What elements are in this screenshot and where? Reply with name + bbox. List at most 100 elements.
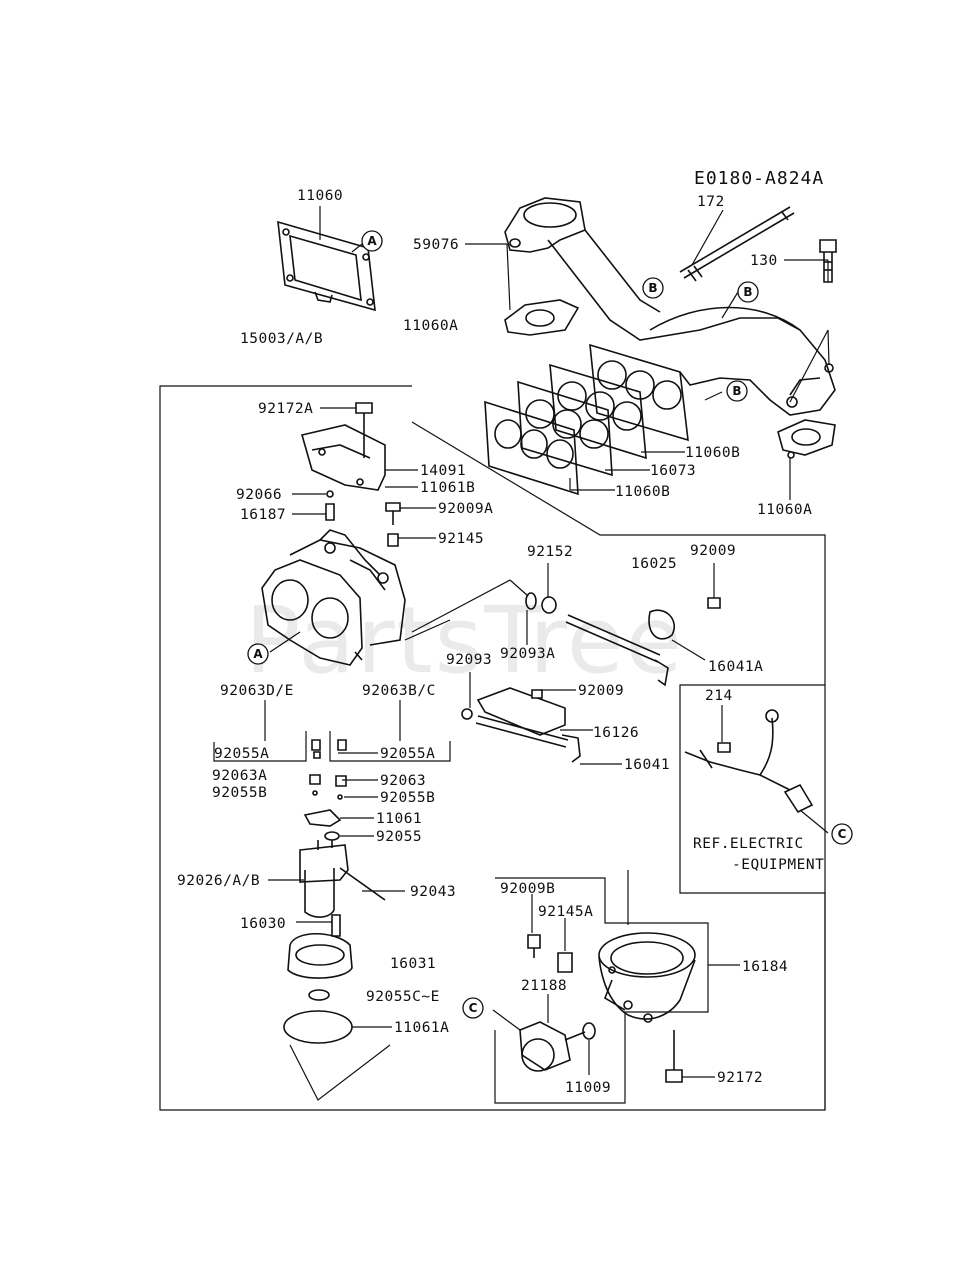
plate-14091 xyxy=(300,424,386,491)
label-11061: 11061 xyxy=(376,811,422,827)
fuel-valve-16184 xyxy=(598,932,696,1023)
label-92172: 92172 xyxy=(717,1070,763,1086)
label-92063A: 92063A xyxy=(212,768,267,784)
choke-shaft-16041 xyxy=(475,715,581,763)
label-16031: 16031 xyxy=(390,956,436,972)
label-92066: 92066 xyxy=(236,487,282,503)
washer-92066 xyxy=(326,490,334,498)
solenoid-frame xyxy=(494,877,709,1104)
label-92093: 92093 xyxy=(446,652,492,668)
label-92009A: 92009A xyxy=(438,501,493,517)
throttle-shaft-16025 xyxy=(565,597,721,687)
choke-plate-16126 xyxy=(476,687,566,736)
seal-92093A xyxy=(525,592,537,610)
callout-a-body: A xyxy=(247,643,269,665)
float-92026 xyxy=(299,840,386,918)
leader-lines xyxy=(213,209,830,1078)
label-92093A: 92093A xyxy=(500,646,555,662)
label-21188: 21188 xyxy=(521,978,567,994)
oring-92055C-E xyxy=(308,989,330,1001)
label-16187: 16187 xyxy=(240,507,286,523)
diagram-code: E0180-A824A xyxy=(694,168,824,189)
label-14091: 14091 xyxy=(420,463,466,479)
label-92063: 92063 xyxy=(380,773,426,789)
label-16126: 16126 xyxy=(593,725,639,741)
label-16025: 16025 xyxy=(631,556,677,572)
jet-cluster xyxy=(309,739,347,800)
label-92172A: 92172A xyxy=(258,401,313,417)
label-11061A: 11061A xyxy=(394,1020,449,1036)
oring-11009 xyxy=(582,1022,596,1040)
label-92152: 92152 xyxy=(527,544,573,560)
label-92145: 92145 xyxy=(438,531,484,547)
label-214: 214 xyxy=(705,688,733,704)
washer-92093 xyxy=(461,708,473,720)
label-92055A-2: 92055A xyxy=(380,746,435,762)
label-16184: 16184 xyxy=(742,959,788,975)
label-16073: 16073 xyxy=(650,463,696,479)
screw-92172 xyxy=(665,1030,683,1083)
label-11060: 11060 xyxy=(297,188,343,204)
label-92009-mid: 92009 xyxy=(578,683,624,699)
label-16041A: 16041A xyxy=(708,659,763,675)
label-92145A: 92145A xyxy=(538,904,593,920)
part-labels: 11060 15003/A/B 11060A 59076 172 130 110… xyxy=(177,188,824,1096)
label-11009: 11009 xyxy=(565,1080,611,1096)
label-172: 172 xyxy=(697,194,725,210)
label-92009B: 92009B xyxy=(500,881,555,897)
label-ref-electric: REF.ELECTRIC xyxy=(693,836,804,852)
label-130: 130 xyxy=(750,253,778,269)
label-92043: 92043 xyxy=(410,884,456,900)
label-11060A-top: 11060A xyxy=(403,318,458,334)
spring-92145A xyxy=(557,952,573,973)
svg-text:C: C xyxy=(469,1001,478,1015)
callout-b-top: B xyxy=(737,281,759,303)
screw-92009A xyxy=(385,502,401,525)
label-11060B-1: 11060B xyxy=(685,445,740,461)
label-59076: 59076 xyxy=(413,237,459,253)
label-92055A-1: 92055A xyxy=(214,746,269,762)
gasket-11060A-top xyxy=(504,299,580,336)
label-92026: 92026/A/B xyxy=(177,873,260,889)
label-16041: 16041 xyxy=(624,757,670,773)
svg-text:B: B xyxy=(648,281,657,295)
svg-text:B: B xyxy=(732,384,741,398)
callout-b-mid: B xyxy=(726,380,748,402)
spring-92145 xyxy=(387,533,399,547)
carburetor-body xyxy=(261,529,406,666)
gasket-11060 xyxy=(277,220,376,312)
spring-16187 xyxy=(325,503,335,521)
float-needle-11061 xyxy=(303,809,342,841)
svg-text:A: A xyxy=(253,647,263,661)
label-ref-equipment: -EQUIPMENT xyxy=(732,857,824,873)
label-92055B-right: 92055B xyxy=(380,790,435,806)
svg-text:B: B xyxy=(743,285,752,299)
label-92009-top: 92009 xyxy=(690,543,736,559)
svg-text:C: C xyxy=(838,827,847,841)
callout-c-solenoid: C xyxy=(462,997,484,1019)
label-11060A-right: 11060A xyxy=(757,502,812,518)
callout-a-top: A xyxy=(361,230,383,252)
bowl-bracket xyxy=(289,1044,391,1101)
label-92055: 92055 xyxy=(376,829,422,845)
gasket-stack xyxy=(484,343,689,496)
screw-92172A xyxy=(355,402,373,458)
bushing-92152 xyxy=(541,596,557,614)
callout-b-left: B xyxy=(642,277,664,299)
watermark: PartsTree xyxy=(245,587,684,694)
float-bowl-16031 xyxy=(287,933,353,979)
label-11060B-2: 11060B xyxy=(615,484,670,500)
gasket-11060A-right xyxy=(777,419,836,459)
oring-11061A xyxy=(283,1010,353,1044)
svg-text:A: A xyxy=(367,234,377,248)
label-16030: 16030 xyxy=(240,916,286,932)
label-92063DE: 92063D/E xyxy=(220,683,294,699)
intake-manifold xyxy=(504,197,836,416)
screw-92009B xyxy=(527,934,541,958)
label-11061B: 11061B xyxy=(420,480,475,496)
electric-frame xyxy=(411,421,826,1110)
jet-16030 xyxy=(331,914,341,937)
label-15003: 15003/A/B xyxy=(240,331,323,347)
